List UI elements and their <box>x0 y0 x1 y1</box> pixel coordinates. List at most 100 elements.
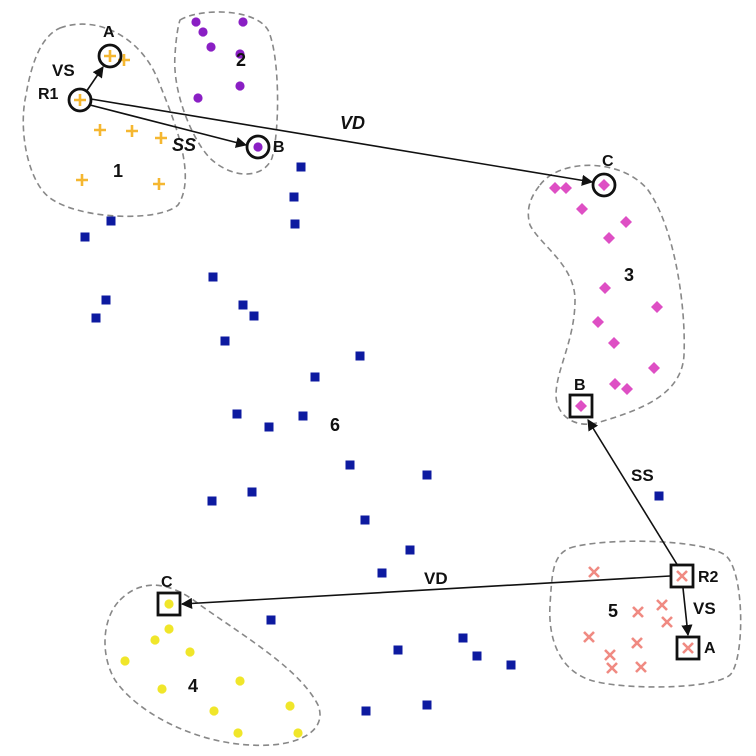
cluster-5-cross-marker <box>604 649 616 661</box>
points-layer <box>74 17 694 738</box>
cluster-3-diamond-marker <box>598 179 610 191</box>
r2-point-b-label: B <box>574 377 586 394</box>
cluster-6-square-marker <box>310 372 320 382</box>
cluster-6-square-marker <box>266 615 276 625</box>
cluster-2-dot-marker <box>235 81 245 91</box>
cluster-4-label: 4 <box>188 676 198 696</box>
cluster-6-square-marker <box>264 422 274 432</box>
cluster-4-dot-marker <box>293 728 303 738</box>
cluster-6-square-marker <box>220 336 230 346</box>
cluster-2-dot-marker <box>191 17 201 27</box>
cluster-6-square-marker <box>290 219 300 229</box>
r2-point-c-label: C <box>161 574 173 591</box>
cluster-6-square-marker <box>472 651 482 661</box>
cluster-6-square-marker <box>289 192 299 202</box>
cluster-6-square-marker <box>298 411 308 421</box>
cluster-5-cross-marker <box>635 661 647 673</box>
r2-point-highlight[interactable] <box>669 563 695 589</box>
cluster-2-dot-marker <box>253 142 263 152</box>
cluster-6-square-marker <box>208 272 218 282</box>
cluster-6-square-marker <box>80 232 90 242</box>
r1-point-highlight[interactable] <box>67 87 93 113</box>
cluster-6-square-marker <box>355 351 365 361</box>
r2-vd-edge-label: VD <box>424 569 448 588</box>
cluster-4-dot-marker <box>164 624 174 634</box>
cluster-1-plus-marker <box>126 125 138 137</box>
cluster-6-square-marker <box>377 568 387 578</box>
r2-vd-edge <box>180 575 671 610</box>
cluster-3-diamond-marker <box>620 216 632 228</box>
cluster-2-dot-marker <box>238 17 248 27</box>
cluster-1-plus-marker <box>76 174 88 186</box>
cluster-6-square-marker <box>91 313 101 323</box>
cluster-2-dot-marker <box>193 93 203 103</box>
cluster-1-plus-marker <box>153 178 165 190</box>
cluster-6-square-marker <box>296 162 306 172</box>
cluster-5-cross-marker <box>632 606 644 618</box>
cluster-5-cross-marker <box>631 637 643 649</box>
cluster-2-dot-marker <box>198 27 208 37</box>
cluster-5-cross-marker <box>656 599 668 611</box>
cluster-3-diamond-marker <box>575 400 587 412</box>
cluster-4-dot-marker <box>150 635 160 645</box>
cluster-6-square-marker <box>345 460 355 470</box>
r1-vd-edge <box>90 98 594 186</box>
r2-ss-edge-label: SS <box>631 466 654 485</box>
r2-vs-edge <box>681 587 693 637</box>
cluster-1-plus-marker <box>155 132 167 144</box>
cluster-1-plus-marker <box>104 50 116 62</box>
r2-vs-edge-label: VS <box>693 599 716 618</box>
cluster-6-square-marker <box>232 409 242 419</box>
cluster-4-dot-marker <box>285 701 295 711</box>
cluster-4-dot-marker <box>157 684 167 694</box>
cluster-3-region <box>527 164 686 425</box>
cluster-6-square-marker <box>654 491 664 501</box>
cluster-3-diamond-marker <box>599 282 611 294</box>
cluster-6-square-marker <box>393 645 403 655</box>
cluster-6-square-marker <box>361 706 371 716</box>
cluster-4-dot-marker <box>120 656 130 666</box>
cluster-5-cross-marker <box>676 570 688 582</box>
cluster-3-diamond-marker <box>549 182 561 194</box>
cluster-6-square-marker <box>360 515 370 525</box>
cluster-3-diamond-marker <box>609 378 621 390</box>
r2-point-a-highlight[interactable] <box>675 635 701 661</box>
r1-vs-edge <box>85 66 104 93</box>
cluster-6-square-marker <box>405 545 415 555</box>
cluster-3-label: 3 <box>624 265 634 285</box>
r1-label: R1 <box>38 86 59 103</box>
r1-point-c-label: C <box>602 153 614 170</box>
cluster-5-cross-marker <box>588 566 600 578</box>
cluster-6-square-marker <box>106 216 116 226</box>
r2-point-a-label: A <box>704 640 716 657</box>
cluster-6-square-marker <box>238 300 248 310</box>
cluster-6-label: 6 <box>330 415 340 435</box>
r2-point-c-highlight[interactable] <box>156 591 182 617</box>
cluster-6-square-marker <box>207 496 217 506</box>
cluster-6-square-marker <box>506 660 516 670</box>
cluster-1-plus-marker <box>74 94 86 106</box>
cluster-3-diamond-marker <box>608 337 620 349</box>
cluster-2-dot-marker <box>235 49 245 59</box>
cluster-3-diamond-marker <box>560 182 572 194</box>
r2-point-b-highlight[interactable] <box>568 393 594 419</box>
cluster-3-diamond-marker <box>592 316 604 328</box>
r2-ss-edge <box>587 419 679 567</box>
cluster-5-cross-marker <box>606 662 618 674</box>
r1-vs-edge-label: VS <box>52 61 75 80</box>
r1-vd-edge-label: VD <box>340 113 365 133</box>
cluster-1-label: 1 <box>113 161 123 181</box>
cluster-4-dot-marker <box>185 647 195 657</box>
cluster-6-square-marker <box>101 295 111 305</box>
r1-point-a-highlight[interactable] <box>97 43 123 69</box>
r1-ss-edge-label: SS <box>172 135 196 155</box>
cluster-4-dot-marker <box>235 676 245 686</box>
cluster-2-region <box>174 11 279 175</box>
cluster-3-diamond-marker <box>648 362 660 374</box>
cluster-1-plus-marker <box>94 124 106 136</box>
cluster-6-square-marker <box>458 633 468 643</box>
cluster-4-dot-marker <box>164 599 174 609</box>
cluster-6-square-marker <box>249 311 259 321</box>
